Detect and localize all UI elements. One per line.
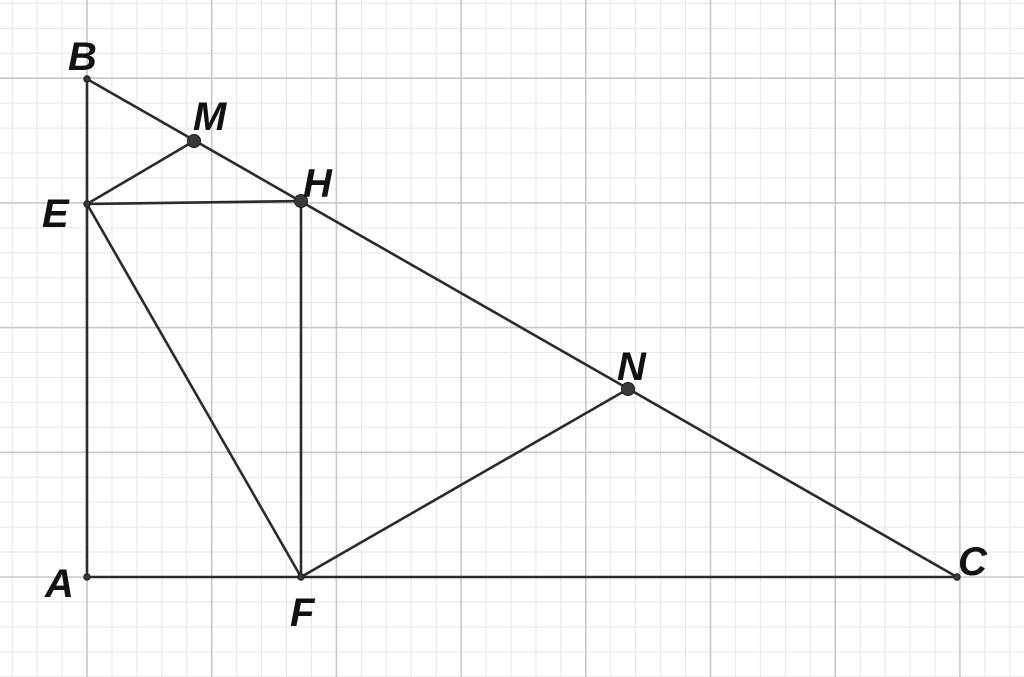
label-A: A <box>44 562 74 606</box>
label-M: M <box>193 95 228 139</box>
segment-EH <box>86 199 302 206</box>
point-labels: B M H E N C A F <box>42 35 988 635</box>
points <box>83 75 961 581</box>
segments <box>85 77 958 579</box>
point-M <box>187 134 201 148</box>
label-N: N <box>617 345 647 389</box>
segment-EM <box>86 139 195 206</box>
segment-FN <box>300 387 629 579</box>
point-B <box>83 75 91 83</box>
label-H: H <box>303 162 333 206</box>
label-E: E <box>42 192 70 236</box>
point-F <box>297 573 305 581</box>
point-A <box>83 573 91 581</box>
point-C <box>953 573 961 581</box>
label-F: F <box>290 591 316 635</box>
label-C: C <box>958 540 988 584</box>
point-N <box>621 382 635 396</box>
point-H <box>294 194 308 208</box>
point-E <box>83 200 91 208</box>
segment-EF <box>85 203 303 578</box>
segment-BC <box>86 77 958 579</box>
label-B: B <box>68 35 97 79</box>
